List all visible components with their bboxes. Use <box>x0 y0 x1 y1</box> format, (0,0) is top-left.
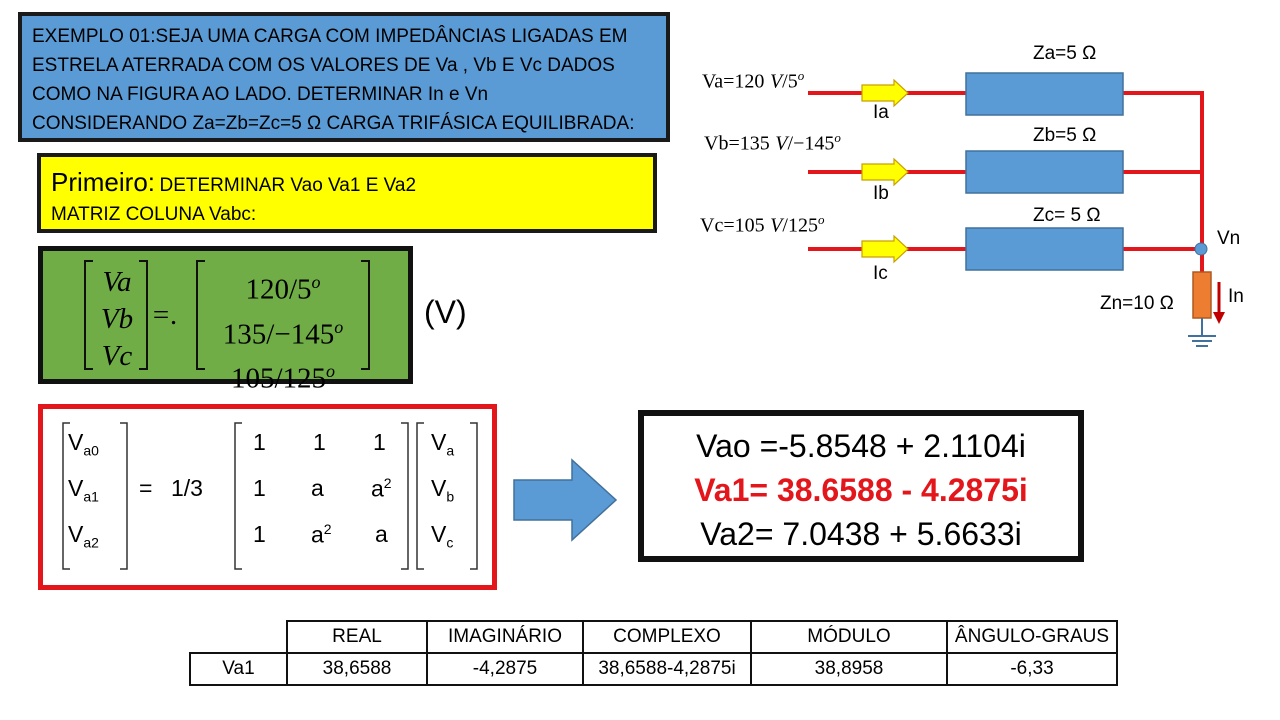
table-header: REAL <box>286 620 428 654</box>
statement-line: CONSIDERANDO Za=Zb=Zc=5 Ω CARGA TRIFÁSIC… <box>32 113 635 134</box>
statement-line: COMO NA FIGURA AO LADO. DETERMINAR In e … <box>32 84 489 105</box>
matrix-cell: 1 <box>313 429 326 455</box>
results-box: Vao =-5.8548 + 2.1104i Va1= 38.6588 - 4.… <box>638 410 1084 562</box>
table-corner <box>190 621 288 654</box>
neutral-node <box>1194 242 1208 256</box>
ic-arrow-icon <box>861 234 909 264</box>
za-label: Za=5 Ω <box>1033 43 1097 64</box>
table-cell: 38,6588-4,2875i <box>582 652 752 686</box>
matrix-cell: 1 <box>253 429 266 455</box>
matrix-cell: a <box>375 521 388 547</box>
wye-circuit-diagram <box>808 72 1225 347</box>
table-header: ÂNGULO-GRAUS <box>946 620 1118 654</box>
rhs-va: Va <box>431 429 455 459</box>
table-cell: -6,33 <box>946 652 1118 686</box>
table-cell: 38,6588 <box>286 652 428 686</box>
lhs-va2: Va2 <box>68 521 99 551</box>
ib-label: Ib <box>873 183 889 204</box>
ia-label: Ia <box>873 102 889 123</box>
problem-statement-box: EXEMPLO 01:SEJA UMA CARGA COM IMPEDÂNCIA… <box>18 12 670 142</box>
table-cell: 38,8958 <box>750 652 948 686</box>
phasor-va: 120/5o <box>245 272 321 306</box>
table-row-label: Va1 <box>189 652 288 686</box>
ib-arrow-icon <box>861 157 909 187</box>
matrix-cell: a2 <box>311 521 332 548</box>
vector-vb: Vb <box>100 303 134 335</box>
column-matrix-label: MATRIZ COLUNA Vabc: <box>51 204 257 225</box>
table-header: MÓDULO <box>750 620 948 654</box>
matrix-cell: 1 <box>373 429 386 455</box>
sequence-matrix-box: Va0 Va1 Va2 = 1/3 1 1 1 1 a a2 1 a2 a Va… <box>38 404 497 590</box>
one-third-factor: 1/3 <box>171 475 203 501</box>
impedance-zb <box>965 150 1124 194</box>
lhs-va0: Va0 <box>68 429 99 459</box>
table-header: IMAGINÁRIO <box>426 620 584 654</box>
matrix-cell: a <box>311 475 324 501</box>
ic-label: Ic <box>873 263 888 284</box>
sequence-matrix-brackets <box>62 422 478 570</box>
ia-arrow-icon <box>861 78 909 108</box>
source-va-label: Va=120 V/5o <box>702 68 805 93</box>
zn-label: Zn=10 Ω <box>1100 293 1174 314</box>
in-current-arrow-icon <box>1213 282 1225 324</box>
vn-label: Vn <box>1217 228 1241 249</box>
voltage-unit: (V) <box>424 294 467 330</box>
statement-line: EXEMPLO 01:SEJA UMA CARGA COM IMPEDÂNCIA… <box>32 26 628 47</box>
matrix-brackets <box>84 260 370 370</box>
phasor-vc: 105/125o <box>230 361 336 395</box>
rhs-vc: Vc <box>431 521 454 551</box>
zb-label: Zb=5 Ω <box>1033 125 1097 146</box>
result-va2: Va2= 7.0438 + 5.6633i <box>700 516 1022 552</box>
impedance-zc <box>965 227 1124 271</box>
source-vc-label: Vc=105 V/125o <box>700 212 825 237</box>
voltage-matrix-box: Va Vb Vc =. 120/5o 135/−145o 105/125o <box>38 246 413 395</box>
matrix-cell: a2 <box>371 475 392 502</box>
table-header: COMPLEXO <box>582 620 752 654</box>
lhs-va1: Va1 <box>68 475 99 505</box>
result-arrow-icon <box>513 458 618 542</box>
ground-icon <box>1188 335 1216 347</box>
first-step-text: DETERMINAR Vao Va1 E Va2 <box>159 175 417 196</box>
table-cell: -4,2875 <box>426 652 584 686</box>
phasor-vb: 135/−145o <box>222 316 344 351</box>
table-header-row: REAL IMAGINÁRIO COMPLEXO MÓDULO ÂNGULO-G… <box>190 620 1118 654</box>
result-vao: Vao =-5.8548 + 2.1104i <box>696 428 1026 464</box>
result-va1: Va1= 38.6588 - 4.2875i <box>694 472 1028 508</box>
matrix-cell: 1 <box>253 475 266 501</box>
zc-label: Zc= 5 Ω <box>1033 205 1101 226</box>
impedance-zn <box>1192 271 1212 319</box>
source-vb-label: Vb=135 V/−145o <box>704 130 841 155</box>
va1-summary-table: REAL IMAGINÁRIO COMPLEXO MÓDULO ÂNGULO-G… <box>189 620 1118 686</box>
first-step-box: Primeiro: DETERMINAR Vao Va1 E Va2 MATRI… <box>37 153 657 233</box>
impedance-za <box>965 72 1124 116</box>
statement-line: ESTRELA ATERRADA COM OS VALORES DE Va , … <box>32 55 615 76</box>
sequence-equals: = <box>139 475 153 501</box>
matrix-equals: =. <box>151 299 178 331</box>
table-row: Va1 38,6588 -4,2875 38,6588-4,2875i 38,8… <box>189 652 1118 686</box>
in-label: In <box>1228 286 1244 307</box>
rhs-vb: Vb <box>431 475 455 505</box>
first-step-title: Primeiro: <box>51 167 156 197</box>
vector-vc: Vc <box>101 340 133 372</box>
vector-va: Va <box>102 266 132 298</box>
matrix-cell: 1 <box>253 521 266 547</box>
